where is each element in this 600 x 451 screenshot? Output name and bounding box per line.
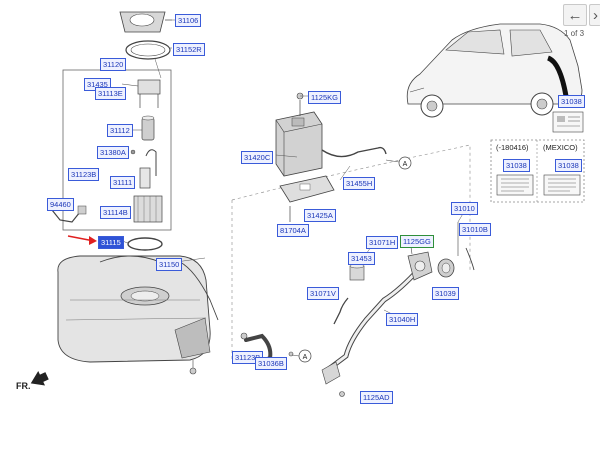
part-label-31071h[interactable]: 31071H bbox=[366, 236, 399, 249]
callout-a-2 bbox=[291, 349, 312, 363]
part-label-31071v[interactable]: 31071V bbox=[307, 287, 339, 300]
next-page-button[interactable]: › bbox=[589, 4, 600, 26]
part-label-31120[interactable]: 31120 bbox=[100, 58, 127, 71]
part-label-31010[interactable]: 31010 bbox=[451, 202, 478, 215]
part-label-31152r[interactable]: 31152R bbox=[173, 43, 205, 56]
selection-pointer-arrow bbox=[67, 235, 97, 245]
part-label-31038-vehicle[interactable]: 31038 bbox=[558, 95, 585, 108]
lock-ring-part bbox=[119, 11, 172, 33]
part-label-31111[interactable]: 31111 bbox=[110, 176, 136, 189]
part-label-31453[interactable]: 31453 bbox=[348, 252, 375, 265]
callout-letter: A bbox=[303, 354, 308, 361]
fuel-pump-part bbox=[130, 115, 155, 141]
arrow-left-icon: ← bbox=[567, 6, 583, 24]
part-label-31425a[interactable]: 31425A bbox=[304, 209, 336, 222]
callout-letter: A bbox=[403, 161, 408, 168]
front-direction-arrow bbox=[30, 371, 49, 386]
prev-page-button[interactable]: ← bbox=[563, 4, 587, 26]
part-label-31380a[interactable]: 31380A bbox=[97, 146, 129, 159]
part-label-94460[interactable]: 94460 bbox=[47, 198, 74, 211]
part-label-31114b[interactable]: 31114B bbox=[100, 206, 131, 219]
pump-flange-part bbox=[121, 79, 161, 108]
vehicle-illustration bbox=[406, 23, 583, 118]
filler-neck-part bbox=[321, 265, 423, 397]
part-label-81704a[interactable]: 81704A bbox=[277, 224, 309, 237]
part-label-31455h[interactable]: 31455H bbox=[343, 177, 376, 190]
sender-connector-part bbox=[51, 205, 87, 223]
gasket-part bbox=[125, 40, 172, 60]
fuel-tank-part bbox=[57, 255, 219, 375]
part-label-31150[interactable]: 31150 bbox=[156, 258, 183, 271]
page-indicator: 1 of 3 bbox=[564, 29, 585, 38]
warning-label-sticker bbox=[552, 111, 584, 133]
region-note-left: (-180416) bbox=[496, 143, 529, 152]
canister-bracket-part bbox=[279, 175, 335, 222]
part-label-1125kg[interactable]: 1125KG bbox=[308, 91, 341, 104]
arrow-right-icon: › bbox=[593, 6, 598, 24]
orientation-label: FR. bbox=[16, 381, 31, 391]
part-label-31038-left[interactable]: 31038 bbox=[503, 159, 530, 172]
o-ring-part bbox=[121, 237, 163, 251]
part-label-31123b[interactable]: 31123B bbox=[68, 168, 100, 181]
part-label-31115-selected[interactable]: 31115 bbox=[98, 236, 124, 249]
canister-hose-part bbox=[321, 146, 387, 158]
canister-part bbox=[275, 92, 323, 177]
part-label-31010b[interactable]: 31010B bbox=[459, 223, 491, 236]
part-label-31106[interactable]: 31106 bbox=[175, 14, 202, 27]
fuel-label-sticker-left bbox=[496, 174, 534, 196]
part-label-1125ad[interactable]: 1125AD bbox=[360, 391, 393, 404]
pump-tube-part bbox=[130, 149, 157, 189]
part-label-1125gg[interactable]: 1125GG bbox=[400, 235, 434, 248]
vent-tube-part bbox=[333, 263, 365, 325]
part-label-31038-right[interactable]: 31038 bbox=[555, 159, 582, 172]
part-label-31036b[interactable]: 31036B bbox=[255, 357, 287, 370]
region-note-right: (MEXICO) bbox=[543, 143, 578, 152]
part-label-31113e[interactable]: 31113E bbox=[95, 87, 126, 100]
fuel-cap-part bbox=[437, 222, 475, 278]
part-label-31039[interactable]: 31039 bbox=[432, 287, 459, 300]
part-label-31112[interactable]: 31112 bbox=[107, 124, 133, 137]
part-label-31420c[interactable]: 31420C bbox=[241, 151, 274, 164]
fuel-label-sticker-right bbox=[543, 174, 581, 196]
callout-a-1 bbox=[385, 156, 412, 170]
region-inset-box bbox=[490, 139, 585, 203]
part-label-31040h[interactable]: 31040H bbox=[386, 313, 419, 326]
filter-part bbox=[133, 195, 163, 223]
